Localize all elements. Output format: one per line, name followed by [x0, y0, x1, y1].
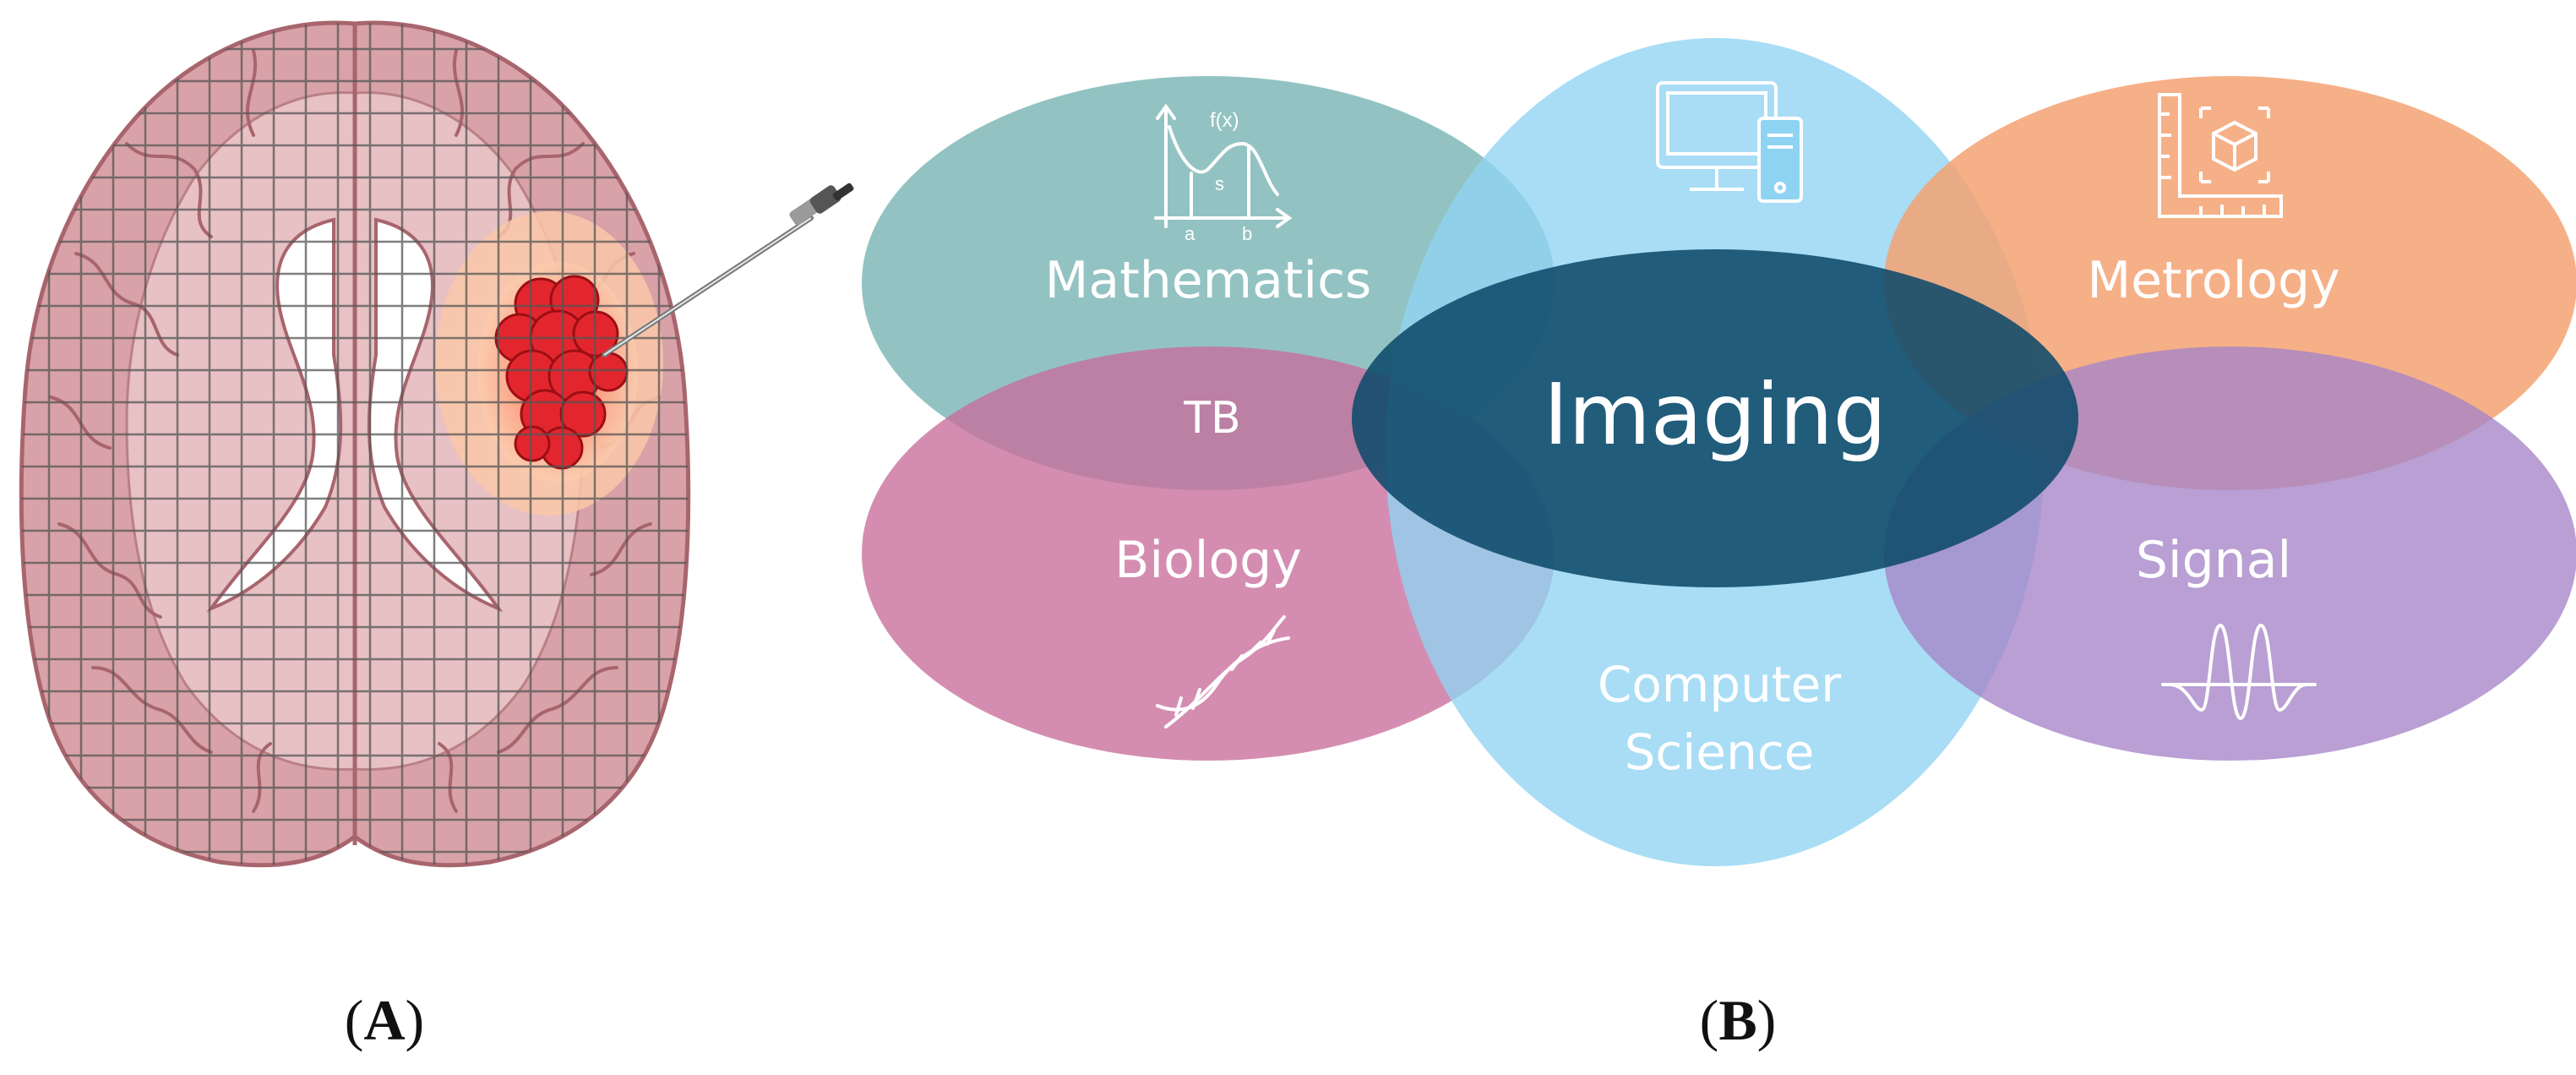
biopsy-needle-icon — [602, 183, 854, 357]
ruler-cube-icon — [2158, 93, 2283, 218]
s-label: s — [1215, 173, 1224, 194]
waveform-icon — [2161, 623, 2317, 721]
label-mathematics: Mathematics — [1045, 251, 1372, 310]
function-graph-icon: f(x) s a b — [1154, 103, 1293, 244]
a-label: a — [1185, 223, 1195, 244]
dna-icon — [1156, 615, 1290, 728]
label-signal: Signal — [2136, 531, 2291, 590]
brain-illustration — [19, 20, 854, 868]
label-science: Science — [1625, 723, 1815, 781]
ellipse-imaging — [1352, 249, 2078, 587]
label-metrology: Metrology — [2087, 251, 2339, 310]
venn-diagram: Mathematics TB Biology Imaging Metrology… — [862, 38, 2576, 866]
label-biology: Biology — [1114, 531, 1302, 590]
computer-icon — [1656, 81, 1803, 203]
label-imaging: Imaging — [1544, 365, 1887, 464]
label-computer: Computer — [1598, 656, 1841, 713]
panel-label-b: (B) — [1700, 988, 1777, 1052]
b-label: b — [1242, 223, 1252, 244]
panel-label-a: (A) — [345, 988, 424, 1052]
label-tb: TB — [1183, 393, 1240, 444]
fx-label: f(x) — [1210, 109, 1239, 132]
ventricle-left — [206, 217, 343, 613]
